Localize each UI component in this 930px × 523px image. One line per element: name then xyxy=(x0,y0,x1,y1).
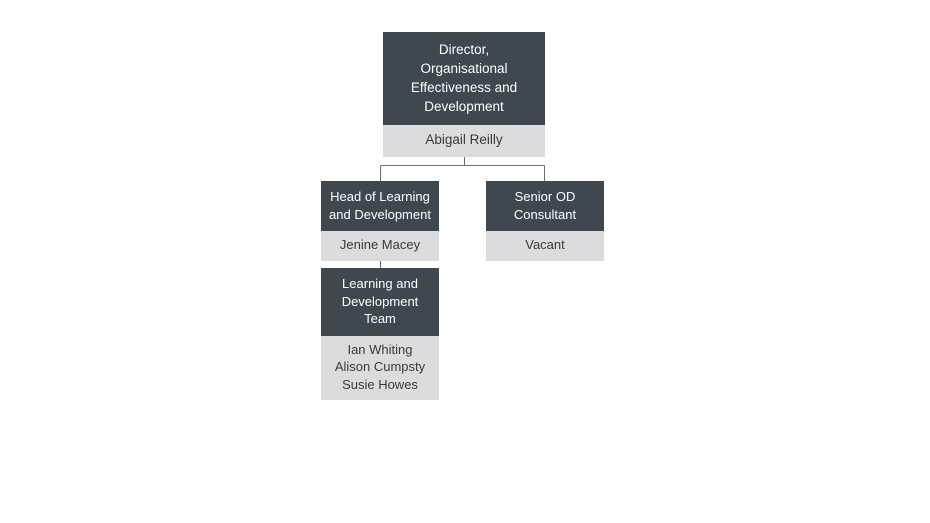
person-name: Abigail Reilly xyxy=(425,132,503,147)
node-director-title-line-3: Effectiveness and xyxy=(410,80,518,95)
node-director-title-line-2: Organisational xyxy=(420,61,508,76)
node-director-title-line-1: Director, xyxy=(438,42,490,57)
node-head-learning-people: Jenine Macey xyxy=(321,231,439,261)
node-head-learning-title: Head of Learning and Development xyxy=(321,181,439,231)
node-director[interactable]: Director, Organisational Effectiveness a… xyxy=(383,32,545,157)
person-name: Vacant xyxy=(525,237,565,252)
node-ld-team-people: Ian Whiting Alison Cumpsty Susie Howes xyxy=(321,335,439,400)
person-name: Alison Cumpsty xyxy=(334,359,426,374)
node-head-learning-title-line-1: Head of Learning xyxy=(330,189,430,204)
person-name: Susie Howes xyxy=(342,376,418,392)
node-senior-od-people: Vacant xyxy=(486,231,604,261)
node-director-title: Director, Organisational Effectiveness a… xyxy=(383,32,545,125)
node-ld-team-title-line-2: Development Team xyxy=(341,293,419,327)
person-name: Ian Whiting xyxy=(347,341,413,357)
node-head-of-learning-and-development[interactable]: Head of Learning and Development Jenine … xyxy=(321,181,439,261)
node-ld-team-title: Learning and Development Team xyxy=(321,268,439,336)
node-senior-od-consultant[interactable]: Senior OD Consultant Vacant xyxy=(486,181,604,261)
node-director-title-line-4: Development xyxy=(424,99,504,114)
node-senior-od-title-line-1: Senior OD xyxy=(514,189,576,204)
node-head-learning-title-line-2: and Development xyxy=(329,206,431,222)
node-senior-od-title-line-2: Consultant xyxy=(513,206,577,222)
node-learning-and-development-team[interactable]: Learning and Development Team Ian Whitin… xyxy=(321,268,439,400)
node-director-people: Abigail Reilly xyxy=(383,125,545,157)
node-senior-od-title: Senior OD Consultant xyxy=(486,181,604,231)
person-name: Jenine Macey xyxy=(339,237,421,252)
node-ld-team-title-line-1: Learning and xyxy=(342,276,418,291)
